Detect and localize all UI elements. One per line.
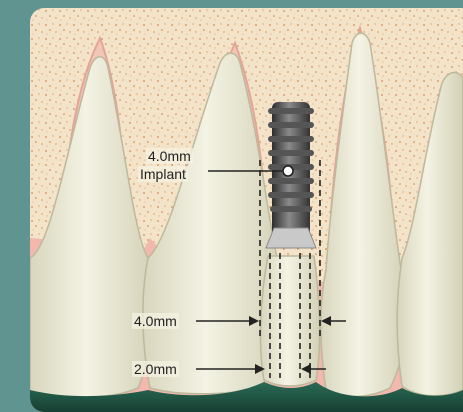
top-width-label: 4.0mm [132,313,179,329]
illustration-canvas [30,8,463,412]
bottom-width-label: 2.0mm [132,361,179,377]
dental-illustration: 4.0mm Implant 4.0mm 2.0mm [30,8,463,412]
implant-label-size: 4.0mm [146,148,193,164]
implant-label-name: Implant [138,166,188,182]
